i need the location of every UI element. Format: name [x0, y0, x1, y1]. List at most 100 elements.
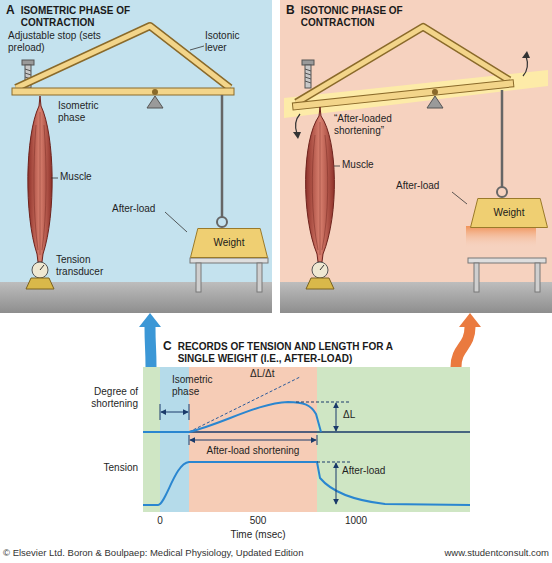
- delta-l-dimension: [296, 402, 350, 403]
- leader-line: [452, 192, 467, 204]
- axis-tick-label: 0: [157, 515, 163, 527]
- leader-line: [165, 212, 187, 232]
- label: ΔL/Δt: [250, 368, 274, 380]
- rope: [497, 187, 507, 197]
- label: Tension transducer: [56, 254, 126, 277]
- motion-arrow: [293, 132, 301, 139]
- adjustable-stop: [302, 60, 314, 88]
- tension-transducer: [26, 262, 54, 289]
- adjustable-stop: [305, 65, 311, 88]
- panel-heading: A ISOMETRIC PHASE OF CONTRACTION: [6, 4, 143, 28]
- arrowhead: [139, 313, 161, 327]
- chart-plot: [143, 367, 470, 512]
- isotonic-lever: [432, 89, 439, 96]
- isotonic-lever: [292, 80, 514, 110]
- weight-trapezoid: [471, 199, 548, 228]
- pivot: [427, 96, 443, 108]
- label: Adjustable stop (sets preload): [8, 30, 103, 53]
- tension-trace: [143, 462, 470, 505]
- table: [535, 263, 540, 292]
- table: [196, 263, 201, 292]
- panel-title: ISOMETRIC PHASE OF CONTRACTION: [21, 4, 143, 28]
- muscle: [312, 122, 327, 255]
- motion-arrow: [293, 51, 530, 139]
- pivot: [147, 96, 163, 108]
- muscle: [34, 112, 46, 255]
- isotonic-lever: [152, 89, 158, 95]
- label: Time (msec): [230, 529, 285, 541]
- shortening-dimension: [189, 435, 317, 445]
- adjustable-stop: [22, 60, 34, 65]
- tension-transducer: [32, 262, 48, 278]
- motion-arrow: [296, 114, 300, 134]
- muscle: [306, 107, 335, 262]
- table: [474, 263, 479, 292]
- delta-l-dimension: [296, 402, 350, 431]
- label: Isometric phase: [58, 100, 118, 123]
- adjustable-stop: [302, 60, 314, 65]
- panel-title: ISOTONIC PHASE OF CONTRACTION: [301, 4, 423, 28]
- leader-line: [334, 166, 340, 167]
- weight-glow: [466, 226, 536, 248]
- isotonic-lever: [12, 88, 234, 95]
- arrow-shaft: [456, 327, 470, 367]
- weight-box: Weight: [190, 228, 268, 258]
- table: [257, 263, 262, 292]
- label: ΔL: [343, 409, 355, 421]
- isometric-dimension: [160, 404, 189, 420]
- tension-transducer: [26, 278, 54, 289]
- copyright-note: www.studentconsult.com: [444, 548, 549, 559]
- tension-transducer: [306, 262, 334, 289]
- rope: [217, 217, 227, 227]
- table: [468, 258, 546, 263]
- rope: [501, 90, 504, 187]
- weight-trapezoid: [191, 229, 268, 258]
- label: After-load: [396, 180, 439, 192]
- table: [468, 258, 546, 292]
- rope: [497, 90, 507, 197]
- motion-arrow: [523, 56, 527, 76]
- isotonic-lever: [286, 18, 514, 110]
- tension-transducer: [320, 265, 324, 270]
- label: “After-loaded shortening”: [334, 113, 414, 136]
- copyright-note: © Elsevier Ltd. Boron & Boulpaep: Medica…: [3, 548, 303, 559]
- arrow-shaft: [150, 327, 151, 367]
- panel-letter: C: [163, 340, 172, 354]
- leader-line: [51, 178, 58, 179]
- weight-label: Weight: [494, 207, 525, 219]
- label: Tension: [104, 462, 138, 474]
- weight-label: Weight: [214, 237, 245, 249]
- arrowhead: [459, 313, 481, 327]
- tension-transducer: [312, 262, 328, 278]
- axis-tick-label: 1000: [345, 515, 367, 527]
- panel-letter: A: [6, 4, 15, 18]
- label: Degree of shortening: [78, 386, 138, 409]
- label: After-load shortening: [207, 445, 300, 457]
- isometric-dimension: [161, 412, 188, 413]
- muscle: [28, 96, 52, 262]
- tension-transducer: [40, 265, 44, 270]
- axis-tick-label: 500: [250, 515, 267, 527]
- muscle: [28, 96, 52, 262]
- rope: [217, 95, 227, 227]
- label: Isotonic lever: [205, 30, 253, 53]
- tension-transducer: [306, 278, 334, 289]
- afterload-dimension: [336, 463, 337, 504]
- adjustable-stop: [305, 69, 311, 83]
- rope: [221, 95, 224, 217]
- shortening-dimension: [190, 440, 316, 441]
- panel: B ISOTONIC PHASE OF CONTRACTION Weight: [280, 0, 552, 313]
- shortening-dimension: [189, 435, 190, 445]
- panel-letter: B: [286, 4, 295, 18]
- label: After-load: [112, 203, 155, 215]
- rest-band: [143, 367, 160, 512]
- isometric-dimension: [160, 404, 161, 420]
- panel-b-illustration: [280, 18, 552, 313]
- panel-b-illustration: [280, 0, 552, 313]
- phase-arrow: [139, 313, 161, 367]
- label: Muscle: [60, 171, 92, 183]
- relaxation-band: [317, 367, 470, 512]
- panel-heading: CRECORDS OF TENSION AND LENGTH FOR A SIN…: [163, 340, 423, 364]
- phase-arrow: [456, 313, 481, 367]
- table: [190, 258, 268, 263]
